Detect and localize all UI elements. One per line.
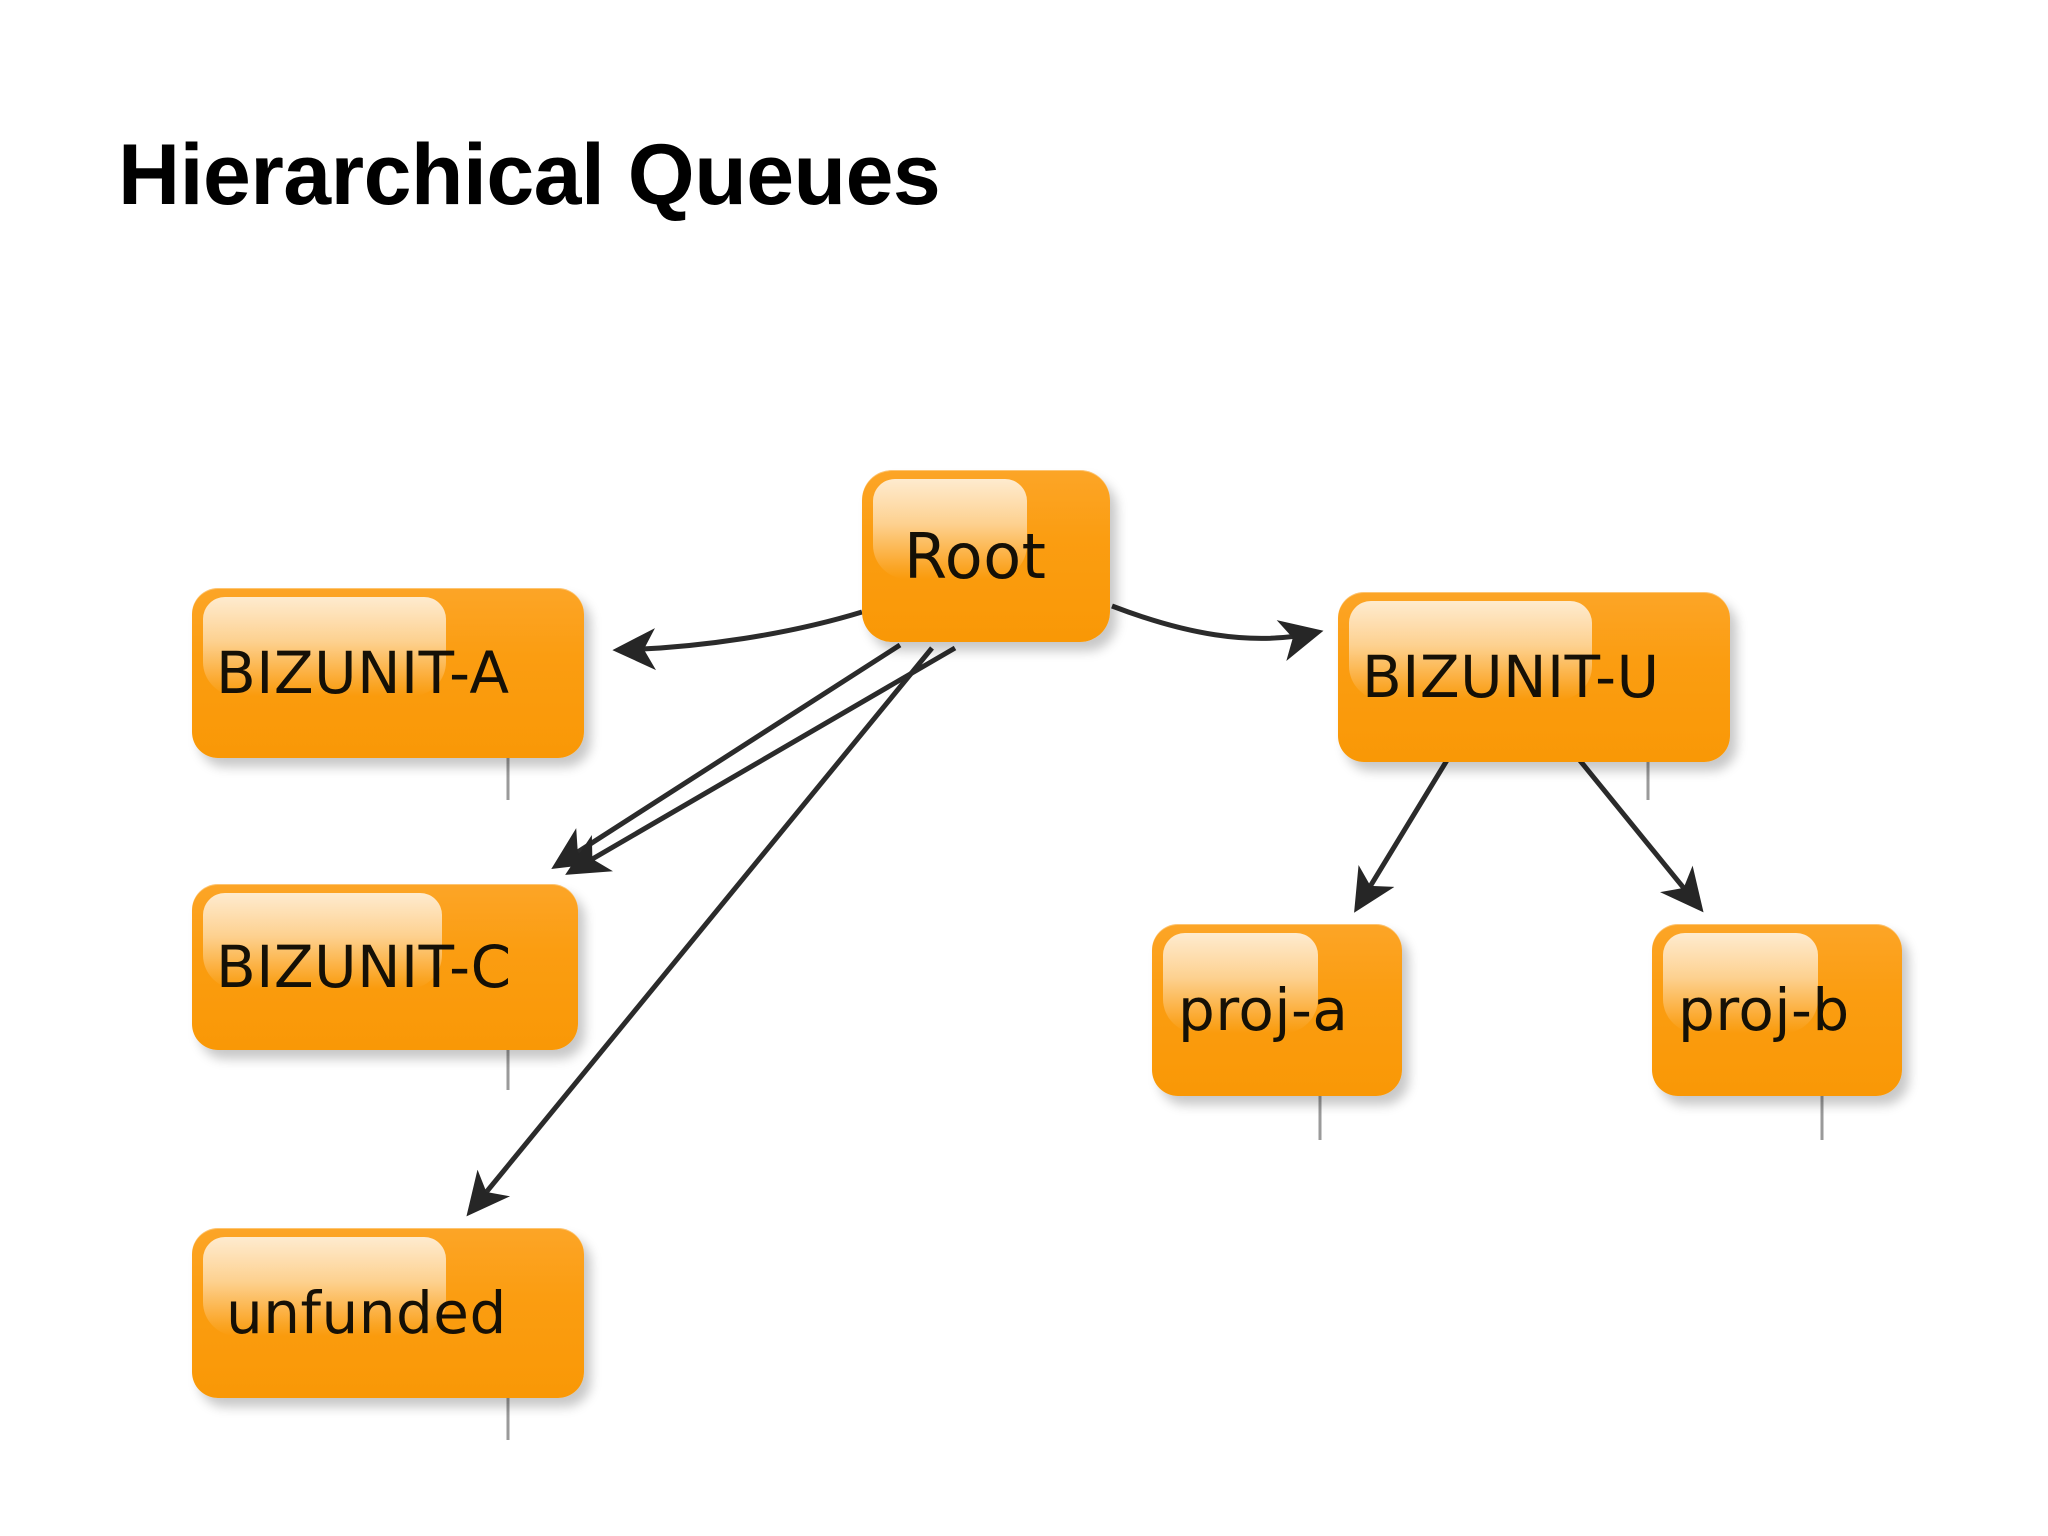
edge-bizunit-u-to-proj-b	[1571, 750, 1704, 913]
queue-node-unfunded[interactable]: unfunded	[192, 1228, 584, 1398]
queue-node-bizunit-u[interactable]: BIZUNIT-U	[1338, 592, 1730, 762]
queue-node-label: proj-b	[1678, 976, 1850, 1044]
queue-node-root[interactable]: Root	[862, 470, 1110, 642]
edge-root-to-bizunit-a	[612, 609, 863, 671]
queue-node-label: BIZUNIT-C	[216, 933, 512, 1001]
edge-root-to-bizunit-c-1	[551, 642, 902, 870]
queue-node-label: Root	[904, 519, 1047, 593]
queue-node-bizunit-c[interactable]: BIZUNIT-C	[192, 884, 578, 1050]
queue-node-proj-b[interactable]: proj-b	[1652, 924, 1902, 1096]
edge-root-to-bizunit-c-2	[565, 645, 957, 875]
edge-bizunit-u-to-proj-a	[1354, 750, 1455, 913]
edge-root-to-bizunit-u	[1111, 603, 1324, 662]
page-title: Hierarchical Queues	[118, 127, 941, 223]
queue-node-proj-a[interactable]: proj-a	[1152, 924, 1402, 1096]
queue-node-label: proj-a	[1178, 976, 1349, 1044]
queue-node-label: unfunded	[226, 1279, 507, 1347]
queue-node-label: BIZUNIT-A	[216, 639, 510, 707]
queue-node-bizunit-a[interactable]: BIZUNIT-A	[192, 588, 584, 758]
queue-node-label: BIZUNIT-U	[1362, 643, 1660, 711]
